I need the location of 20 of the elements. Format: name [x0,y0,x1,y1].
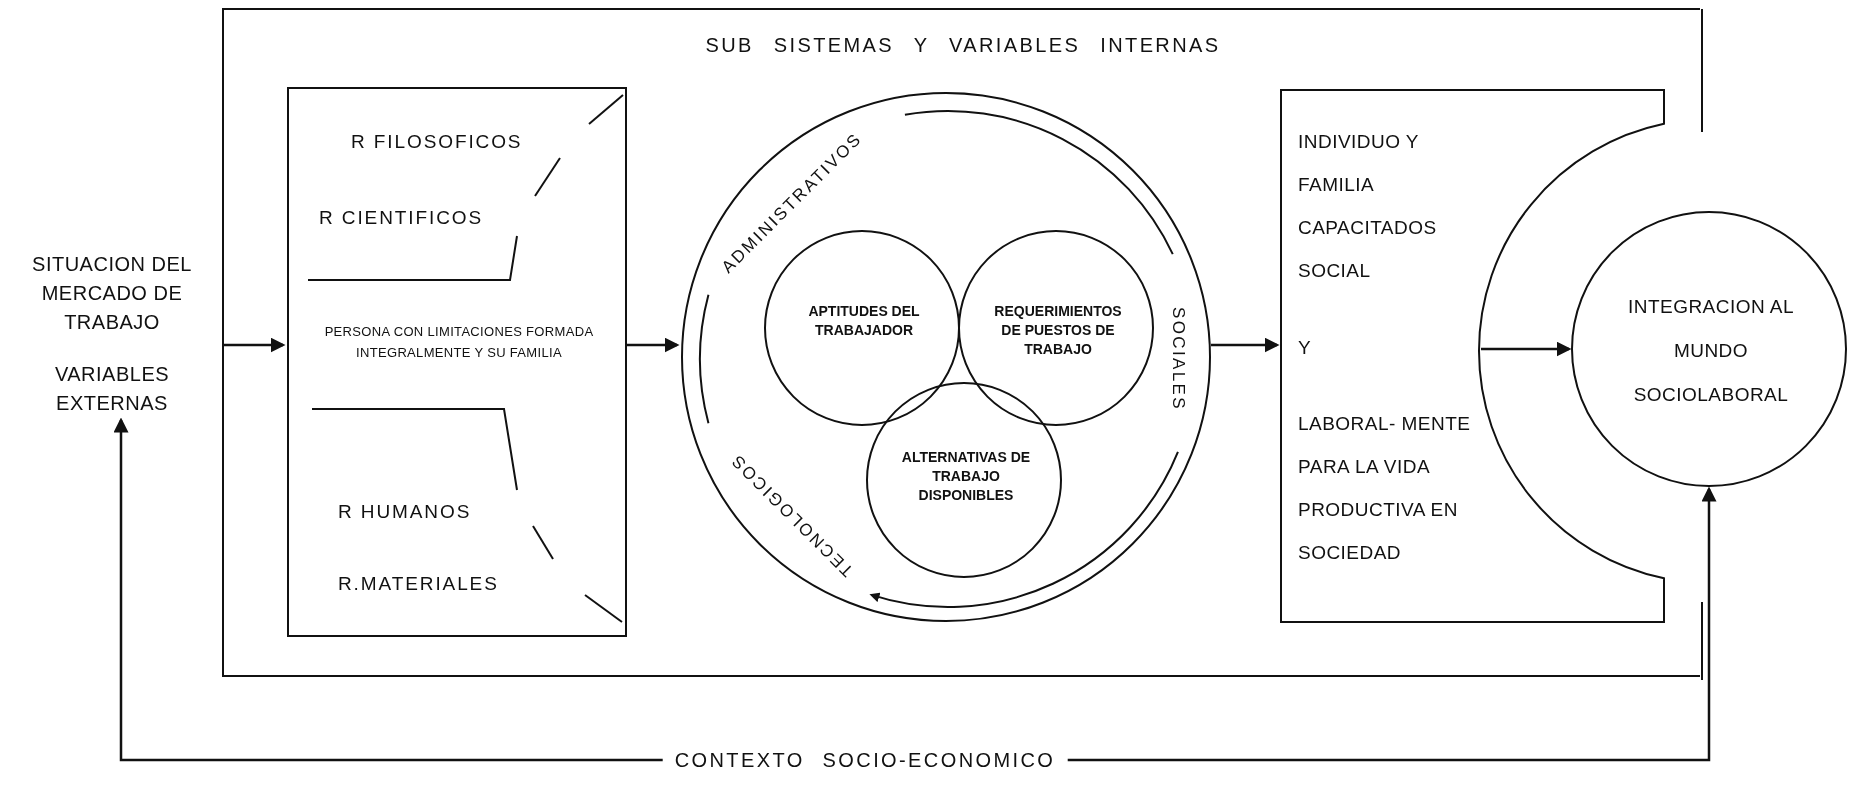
node-text: R HUMANOS [338,500,472,524]
node-text: REQUERIMIENTOS DE PUESTOS DE TRABAJO [993,302,1123,359]
frame-title: SUB SISTEMAS Y VARIABLES INTERNAS [704,33,1222,58]
arrow [627,337,680,353]
node-text: R FILOSOFICOS [351,130,523,154]
node-text: INTEGRACION AL MUNDO SOCIOLABORAL [1626,295,1796,407]
node-text: PERSONA CON LIMITACIONES FORMADA INTEGRALMENTE Y SU FAMILIA [323,323,595,362]
node-text: INDIVIDUO Y FAMILIA CAPACITADOS SOCIAL [1298,130,1438,283]
arrow [222,337,286,353]
arrow [1481,341,1572,357]
node-text: APTITUDES DEL TRABAJADOR [807,302,921,340]
node-text: ALTERNATIVAS DE TRABAJO DISPONIBLES [901,448,1031,505]
arc-label: SOCIALES [1167,306,1189,412]
node-text: VARIABLES EXTERNAS [53,362,171,416]
node-text: Y [1298,336,1313,360]
node-text: R.MATERIALES [338,572,499,596]
arrow [1211,337,1280,353]
node-text: LABORAL- MENTE PARA LA VIDA PRODUCTIVA EN SOCIEDAD [1298,412,1472,565]
node-text: SITUACION DEL MERCADO DE TRABAJO [31,252,193,335]
node-text: R CIENTIFICOS [319,206,484,230]
